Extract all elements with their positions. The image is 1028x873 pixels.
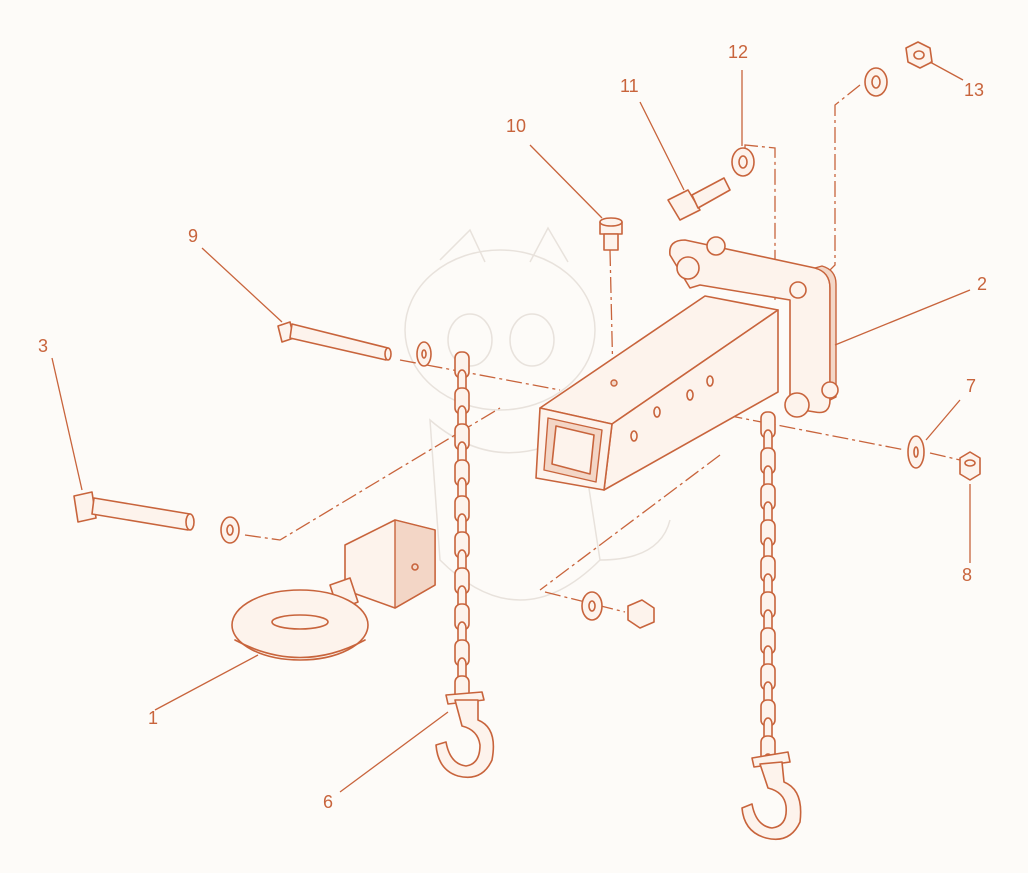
part-9-long-bolt bbox=[277, 321, 392, 361]
callout-3: 3 bbox=[38, 336, 48, 356]
part-9-washer bbox=[416, 341, 432, 367]
watermark-figure bbox=[404, 226, 671, 601]
callout-12: 12 bbox=[728, 42, 748, 62]
part-11-bolt bbox=[667, 177, 731, 221]
part-12-washer bbox=[731, 147, 755, 177]
part-13-washer bbox=[864, 67, 888, 97]
lower-washer bbox=[581, 591, 603, 621]
part-2-receiver-tube bbox=[535, 236, 839, 491]
callout-2: 2 bbox=[977, 274, 987, 294]
callout-labels: 1 2 3 6 7 8 9 10 11 12 13 bbox=[38, 42, 987, 812]
part-8-nut bbox=[959, 451, 981, 481]
part-3-washer bbox=[220, 516, 240, 544]
part-13-nut bbox=[905, 41, 933, 69]
callout-10: 10 bbox=[506, 116, 526, 136]
callout-8: 8 bbox=[962, 565, 972, 585]
part-7-washer bbox=[907, 435, 925, 469]
callout-9: 9 bbox=[188, 226, 198, 246]
part-10-small-bolt bbox=[599, 217, 623, 251]
part-1-tow-ring bbox=[231, 519, 436, 661]
callout-1: 1 bbox=[148, 708, 158, 728]
leader-lines bbox=[51, 61, 971, 793]
part-3-bolt bbox=[73, 491, 195, 531]
part-6-right-chain bbox=[741, 411, 802, 841]
callout-6: 6 bbox=[323, 792, 333, 812]
callout-7: 7 bbox=[966, 376, 976, 396]
callout-13: 13 bbox=[964, 80, 984, 100]
callout-11: 11 bbox=[620, 76, 639, 96]
part-6-left-chain bbox=[435, 351, 495, 779]
lower-nut bbox=[627, 599, 655, 629]
